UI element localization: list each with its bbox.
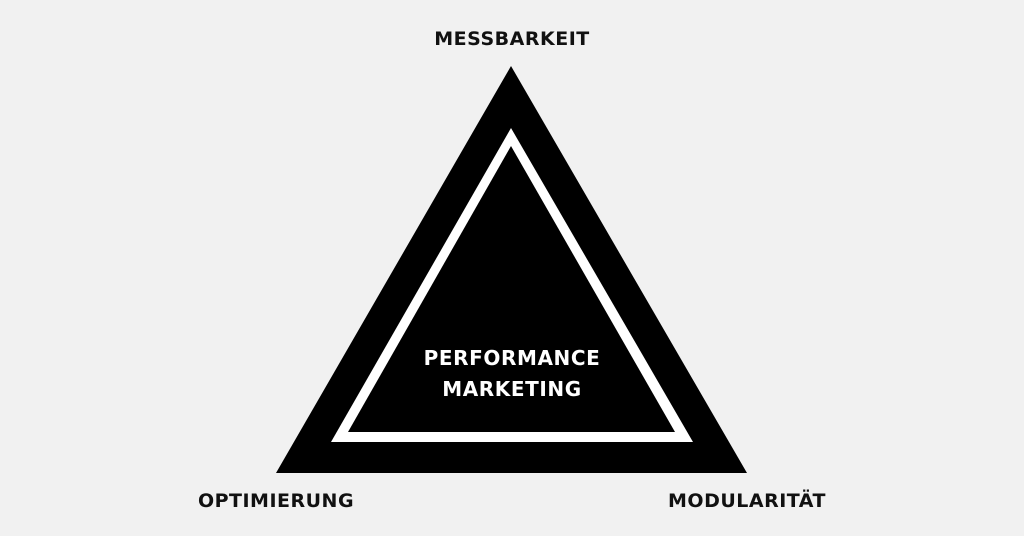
vertex-label-top: MESSBARKEIT — [434, 28, 590, 50]
center-title-line1: PERFORMANCE — [423, 346, 601, 370]
vertex-label-bottom-right: MODULARITÄT — [668, 490, 826, 512]
vertex-label-bottom-left: OPTIMIERUNG — [197, 490, 355, 512]
center-title: PERFORMANCE MARKETING — [424, 343, 601, 405]
inner-triangle — [348, 146, 675, 432]
center-title-line2: MARKETING — [442, 377, 582, 401]
